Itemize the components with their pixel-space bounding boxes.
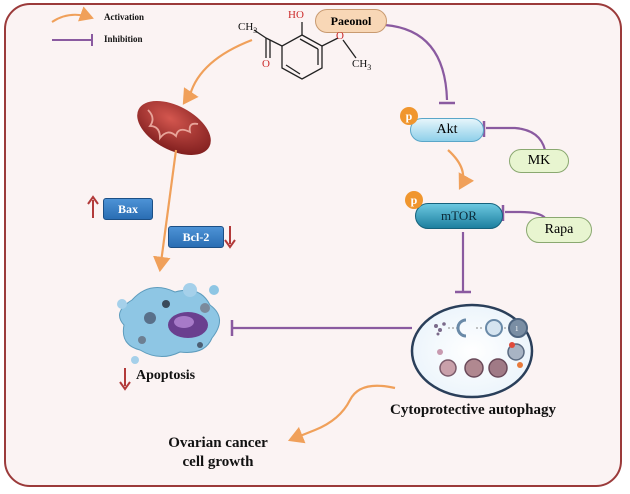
akt-phospho-badge: p [400, 107, 418, 125]
paeonol-structure [253, 22, 357, 80]
autophagy-label: Cytoprotective autophagy [390, 402, 556, 418]
bcl2-label: Bcl-2 [182, 229, 210, 244]
outcome-line1: Ovarian cancer [168, 435, 268, 451]
outcome-line2: cell growth [182, 454, 254, 470]
legend-activation-arrow [51, 6, 94, 23]
bax-up-arrow-icon [87, 195, 99, 218]
mitochondria-icon [137, 100, 211, 156]
apoptosis-label: Apoptosis [136, 368, 196, 383]
bax-label: Bax [117, 201, 138, 216]
mito-to-apoptosis-activation [153, 149, 178, 273]
akt-phospho-label: p [405, 108, 413, 123]
rapa-label: Rapa [544, 222, 574, 237]
rapa-node: Rapa [526, 217, 592, 243]
mk-to-akt-inhibition [486, 126, 547, 151]
apoptotic-cell-icon [117, 283, 220, 364]
paeonol-to-akt-inhibition [384, 23, 449, 101]
atom-o-carbonyl-label: O [262, 58, 270, 70]
atom-o-methoxy-label: O [336, 30, 344, 42]
bax-box: Bax [103, 198, 153, 220]
atom-ho-label: HO [288, 9, 304, 21]
bcl2-down-arrow-icon [224, 226, 236, 249]
paeonol-pill: Paeonol [315, 9, 387, 33]
legend-inhibition-label: Inhibition [104, 34, 143, 44]
paeonol-to-mito-activation [182, 38, 253, 105]
mtor-phospho-badge: p [405, 191, 423, 209]
outcome-label: Ovarian cancer cell growth [148, 434, 288, 472]
mk-label: MK [527, 153, 551, 168]
paeonol-label: Paeonol [330, 13, 372, 28]
bcl2-box: Bcl-2 [168, 226, 224, 248]
atom-ch3-right-label: CH3 [352, 58, 372, 73]
legend-activation-label: Activation [104, 12, 144, 22]
atom-ch3-top-label: CH3 [238, 21, 258, 36]
rapa-to-mtor-inhibition [505, 210, 546, 219]
legend [51, 6, 94, 46]
mtor-label: mTOR [441, 208, 477, 223]
mk-node: MK [509, 149, 569, 173]
akt-to-mtor-activation [447, 149, 475, 190]
diagram-frame [4, 3, 622, 487]
mtor-phospho-label: p [410, 192, 418, 207]
apoptosis-down-arrow-icon [119, 368, 131, 391]
mtor-node: mTOR [415, 203, 503, 229]
autophagy-cell-icon: 1 [410, 303, 534, 399]
akt-node: Akt [410, 118, 484, 142]
svg-text:1: 1 [515, 325, 519, 333]
autophagy-to-growth-activation [287, 384, 396, 444]
akt-label: Akt [436, 122, 458, 137]
